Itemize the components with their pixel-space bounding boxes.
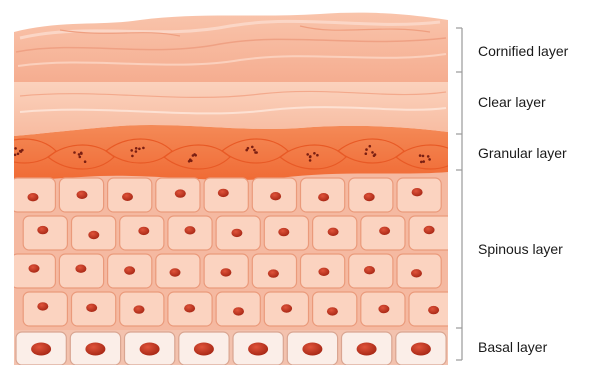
keratohyalin-granule <box>14 154 17 157</box>
keratohyalin-granule <box>422 155 425 158</box>
cell-nucleus <box>75 265 86 273</box>
keratohyalin-granule <box>190 160 193 163</box>
cell-nucleus <box>134 305 145 313</box>
label-granular-layer: Granular layer <box>478 145 567 161</box>
cell-nucleus <box>328 228 339 236</box>
label-clear-layer: Clear layer <box>478 94 546 110</box>
cell-nucleus <box>194 343 214 356</box>
cell-nucleus <box>88 231 99 239</box>
cell-nucleus <box>220 268 231 276</box>
keratohyalin-granule <box>253 149 256 152</box>
cell-nucleus <box>318 193 329 201</box>
keratohyalin-granule <box>316 154 319 157</box>
cell-nucleus <box>218 189 229 197</box>
keratohyalin-granule <box>422 160 425 163</box>
layer-bracket <box>456 28 462 360</box>
cell-nucleus <box>270 192 281 200</box>
cell-nucleus <box>302 343 322 356</box>
cell-nucleus <box>231 229 242 237</box>
keratohyalin-granule <box>365 152 368 155</box>
keratohyalin-granule <box>131 155 134 158</box>
cell-nucleus <box>86 304 97 312</box>
cell-nucleus <box>412 188 423 196</box>
cell-nucleus <box>124 266 135 274</box>
cell-nucleus <box>364 193 375 201</box>
keratohyalin-granule <box>365 148 368 151</box>
cell-nucleus <box>327 307 338 315</box>
keratohyalin-granule <box>84 160 87 163</box>
cell-nucleus <box>37 302 48 310</box>
keratohyalin-granule <box>73 151 76 154</box>
cell-nucleus <box>122 193 133 201</box>
cell-nucleus <box>411 269 422 277</box>
label-spinous-layer: Spinous layer <box>478 241 563 257</box>
cell-nucleus <box>378 305 389 313</box>
keratohyalin-granule <box>374 153 377 156</box>
keratohyalin-granule <box>80 152 83 155</box>
cell-nucleus <box>184 304 195 312</box>
keratohyalin-granule <box>135 147 138 150</box>
keratohyalin-granule <box>188 160 191 163</box>
keratohyalin-granule <box>309 159 312 162</box>
keratohyalin-granule <box>78 153 81 156</box>
keratohyalin-granule <box>79 156 82 159</box>
keratohyalin-granule <box>254 151 257 154</box>
keratohyalin-granule <box>313 152 316 155</box>
keratohyalin-granule <box>14 147 17 150</box>
cell-nucleus <box>268 269 279 277</box>
keratohyalin-granule <box>130 149 133 152</box>
cell-nucleus <box>175 189 186 197</box>
cell-nucleus <box>28 193 39 201</box>
keratohyalin-granule <box>142 147 145 150</box>
cell-nucleus <box>37 226 48 234</box>
cell-nucleus <box>233 307 244 315</box>
cell-nucleus <box>379 227 390 235</box>
keratohyalin-granule <box>21 149 24 152</box>
keratohyalin-granule <box>306 153 309 156</box>
cell-nucleus <box>170 268 181 276</box>
cell-nucleus <box>185 226 196 234</box>
cell-nucleus <box>318 268 329 276</box>
cell-nucleus <box>428 306 439 314</box>
keratohyalin-granule <box>138 148 141 151</box>
keratohyalin-granule <box>427 155 430 158</box>
cell-nucleus <box>140 343 160 356</box>
cell-nucleus <box>31 343 51 356</box>
cell-nucleus <box>411 343 431 356</box>
keratohyalin-granule <box>309 155 312 158</box>
keratohyalin-granule <box>420 161 423 164</box>
cell-nucleus <box>248 343 268 356</box>
keratohyalin-granule <box>251 146 254 149</box>
keratohyalin-granule <box>369 145 372 148</box>
cell-nucleus <box>77 191 88 199</box>
cell-nucleus <box>278 228 289 236</box>
keratohyalin-granule <box>245 149 248 152</box>
keratohyalin-granule <box>135 150 138 153</box>
label-basal-layer: Basal layer <box>478 339 547 355</box>
cell-nucleus <box>424 226 435 234</box>
label-cornified-layer: Cornified layer <box>478 43 568 59</box>
keratohyalin-granule <box>371 151 374 154</box>
cell-nucleus <box>85 343 105 356</box>
cell-nucleus <box>357 343 377 356</box>
keratohyalin-granule <box>419 154 422 157</box>
keratohyalin-granule <box>17 153 20 156</box>
keratohyalin-granule <box>193 153 196 156</box>
keratohyalin-granule <box>428 158 431 161</box>
cell-nucleus <box>138 227 149 235</box>
cell-nucleus <box>29 264 40 272</box>
cell-nucleus <box>364 266 375 274</box>
cell-nucleus <box>281 304 292 312</box>
